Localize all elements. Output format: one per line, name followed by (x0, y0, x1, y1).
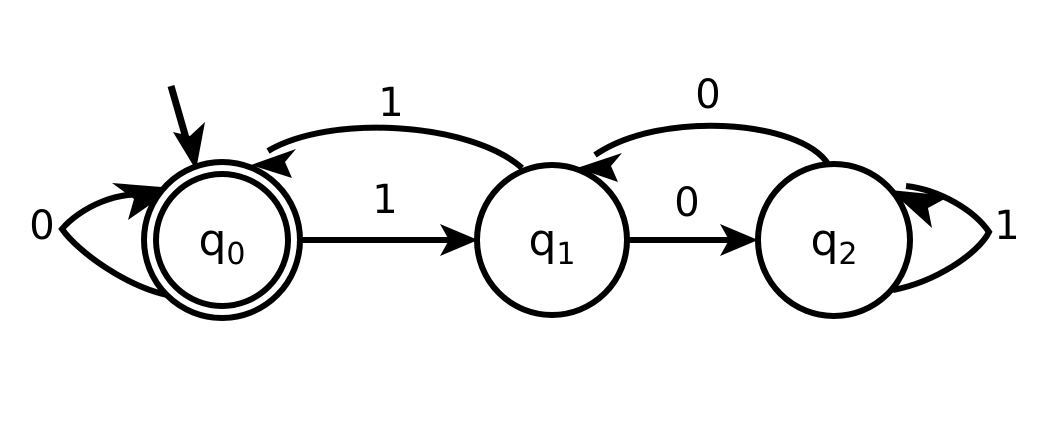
transition-q1-q0-path (266, 124, 524, 171)
state-q1-label-base: q (528, 215, 556, 266)
state-q2-label-subscript: 2 (838, 237, 857, 272)
state-q0-label-subscript: 0 (226, 237, 245, 272)
state-q2[interactable]: q2 (755, 161, 913, 319)
state-q0-inner-circle (153, 171, 291, 309)
transition-q1-q2-arrowhead (720, 224, 758, 256)
state-q0-label: q0 (198, 215, 245, 272)
transition-label-q0-q1: 1 (372, 177, 397, 223)
transition-q0-q1-arrowhead (440, 224, 478, 256)
start-arrow (167, 85, 205, 170)
transition-q2-q1-path (593, 122, 831, 166)
transition-q0-q0-path (58, 191, 173, 299)
state-q2-label-base: q (810, 215, 838, 266)
state-q0-outer-circle (141, 159, 303, 321)
transition-q1-q2[interactable]: 0 (628, 180, 758, 256)
state-q0-label-base: q (198, 215, 226, 266)
transition-q1-q0[interactable]: 1 (251, 80, 524, 178)
transition-label-q0-q0: 0 (29, 203, 54, 249)
transition-q2-q2[interactable]: 1 (890, 183, 1020, 293)
state-q1-outer-circle (474, 162, 630, 318)
transition-q2-q2-arrowhead (890, 190, 950, 228)
state-q1[interactable]: q1 (474, 162, 630, 318)
state-q0[interactable]: q0 (141, 159, 303, 321)
transition-q1-q0-arrowhead (251, 149, 296, 178)
transition-label-q2-q1: 0 (695, 72, 720, 118)
transition-label-q2-q2: 1 (994, 203, 1019, 249)
transition-label-q1-q0: 1 (378, 80, 403, 126)
transition-q2-q2-path (892, 183, 993, 293)
state-q2-label: q2 (810, 215, 857, 272)
start-arrow-head (173, 122, 205, 170)
transition-q2-q1-arrowhead (577, 153, 622, 182)
state-q1-label: q1 (528, 215, 575, 272)
state-q1-label-subscript: 1 (556, 237, 575, 272)
transition-label-q1-q2: 0 (674, 180, 699, 226)
state-q2-outer-circle (755, 161, 913, 319)
transition-q2-q1[interactable]: 0 (577, 72, 831, 182)
transition-q0-q1[interactable]: 1 (301, 177, 478, 256)
